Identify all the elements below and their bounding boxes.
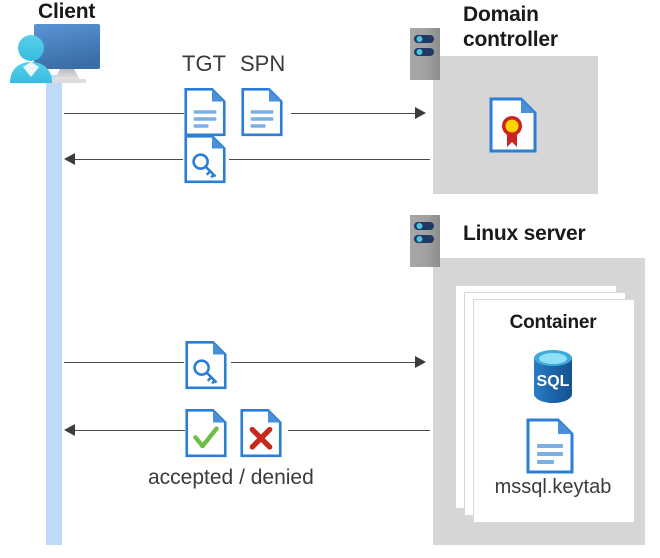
message-2-line-right	[229, 159, 430, 160]
message-2-arrowhead	[64, 153, 75, 165]
message-4-arrowhead	[64, 424, 75, 436]
service-ticket-icon-2	[185, 340, 227, 390]
linux-server-server-icon	[410, 215, 440, 272]
domain-controller-label-line2: controller	[463, 28, 558, 51]
accepted-denied-label: accepted / denied	[148, 466, 314, 489]
message-4-line-left	[75, 430, 185, 431]
sql-database-icon: SQL	[525, 348, 581, 404]
sql-text: SQL	[537, 373, 570, 390]
client-lifeline	[46, 75, 62, 545]
message-3-line-right	[231, 362, 415, 363]
spn-document-icon	[241, 87, 283, 137]
message-3-line-left	[64, 362, 184, 363]
accepted-document-icon	[185, 408, 227, 458]
domain-controller-server-icon	[410, 28, 440, 85]
certificate-icon	[489, 97, 537, 153]
client-label: Client	[38, 0, 96, 23]
tgt-label: TGT	[182, 51, 226, 76]
keytab-label: mssql.keytab	[494, 476, 612, 498]
container-card-front	[473, 299, 635, 523]
denied-document-icon	[240, 408, 282, 458]
domain-controller-label-line1: Domain	[463, 3, 539, 26]
linux-server-label: Linux server	[463, 222, 586, 245]
service-ticket-icon-1	[184, 134, 226, 184]
message-1-line-left	[64, 113, 184, 114]
tgt-document-icon	[184, 87, 226, 137]
keytab-file-icon	[526, 418, 574, 474]
message-4-line-right	[288, 430, 430, 431]
message-1-arrowhead	[415, 107, 426, 119]
client-workstation-icon	[8, 22, 120, 84]
message-1-line-right	[291, 113, 415, 114]
message-3-arrowhead	[415, 356, 426, 368]
spn-label: SPN	[240, 51, 286, 76]
container-title: Container	[509, 312, 597, 333]
message-2-line-left	[75, 159, 183, 160]
